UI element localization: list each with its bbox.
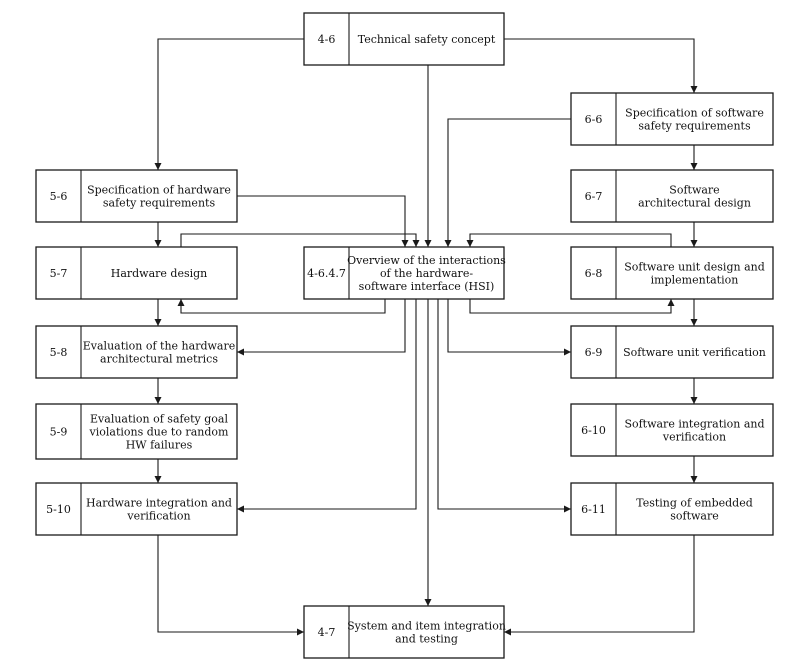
- box-code: 5-9: [50, 426, 68, 439]
- box-frame: [303, 605, 505, 659]
- box-code: 5-8: [50, 346, 68, 359]
- box-code: 4-7: [318, 626, 336, 639]
- box-frame: [570, 482, 774, 536]
- connector-arrow: [237, 299, 417, 513]
- box-frame: [570, 246, 774, 300]
- process-box-4-6: 4-6 Technical safety concept: [303, 12, 505, 66]
- box-title: Technical safety concept: [358, 33, 496, 46]
- box-code: 6-10: [581, 424, 606, 437]
- connector-arrow: [157, 535, 304, 636]
- box-frame: [35, 325, 238, 379]
- box-frame: [570, 403, 774, 457]
- box-code: 6-8: [585, 267, 603, 280]
- box-frame: [570, 169, 774, 223]
- box-frame: [35, 169, 238, 223]
- connector-arrow: [469, 299, 675, 314]
- box-code: 6-7: [585, 190, 603, 203]
- box-frame: [303, 12, 505, 66]
- box-frame: [35, 482, 238, 536]
- connector-arrow: [237, 299, 406, 356]
- connector-arrow: [504, 535, 695, 636]
- box-code: 4-6.4.7: [307, 267, 346, 280]
- box-code: 6-6: [585, 113, 603, 126]
- box-frame: [570, 92, 774, 146]
- box-code: 4-6: [318, 33, 336, 46]
- connector-arrow: [447, 299, 571, 356]
- connector-arrow: [504, 38, 698, 93]
- box-frame: [35, 246, 238, 300]
- box-frame: [303, 246, 505, 300]
- box-title: Software unit verification: [623, 346, 766, 359]
- connector-layer: [154, 38, 698, 636]
- connector-arrow: [237, 195, 409, 247]
- process-box-5-7: 5-7 Hardware design: [35, 246, 238, 300]
- process-box-6-9: 6-9 Software unit verification: [570, 325, 774, 379]
- connector-arrow: [437, 299, 571, 513]
- connector-arrow: [154, 38, 304, 170]
- box-code: 5-10: [46, 503, 71, 516]
- box-code: 5-6: [50, 190, 68, 203]
- box-title: Hardware design: [111, 267, 208, 280]
- connector-arrow: [177, 299, 386, 314]
- box-frame: [35, 403, 238, 460]
- box-code: 6-9: [585, 346, 603, 359]
- box-code: 6-11: [581, 503, 606, 516]
- connector-arrow: [466, 233, 672, 247]
- box-code: 5-7: [50, 267, 68, 280]
- connector-arrow: [444, 118, 571, 247]
- box-frame: [570, 325, 774, 379]
- connector-arrow: [180, 233, 420, 247]
